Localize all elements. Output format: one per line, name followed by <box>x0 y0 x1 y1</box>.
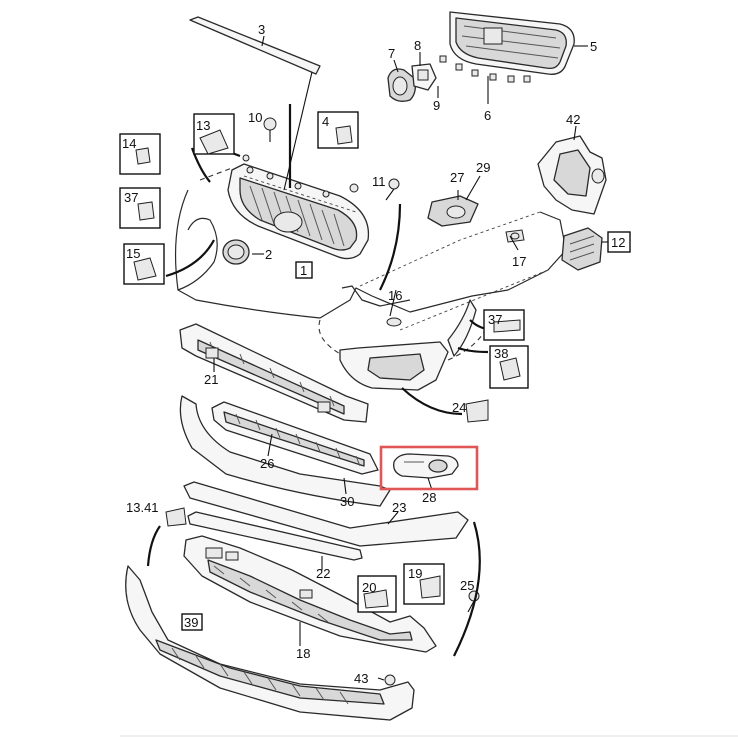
callout-28: 28 <box>422 490 436 505</box>
lower-center-bumper <box>339 317 449 391</box>
callout-13: 13 <box>196 118 210 133</box>
trim-strip-23 <box>183 481 469 547</box>
callout-38: 38 <box>494 346 508 361</box>
lower-grille <box>211 401 379 475</box>
callout-part-icons <box>133 125 521 609</box>
trim-strip-22 <box>187 511 363 561</box>
lower-bumper-cover <box>179 395 391 507</box>
side-bracket <box>537 135 607 215</box>
assembly-arrows <box>146 104 497 657</box>
callout-18: 18 <box>296 646 310 661</box>
callout-13-41: 13.41 <box>126 500 159 515</box>
callout-5: 5 <box>590 39 597 54</box>
callout-29: 29 <box>476 160 490 175</box>
callout-11: 11 <box>372 174 386 189</box>
callout-42: 42 <box>566 112 580 127</box>
callout-4: 4 <box>322 114 329 129</box>
skid-plate <box>125 565 415 721</box>
leader-lines <box>213 35 612 681</box>
callout-25: 25 <box>460 578 474 593</box>
side-bracket-small <box>561 227 603 271</box>
callout-3: 3 <box>258 22 265 37</box>
front-badge <box>222 239 250 265</box>
callout-37-lower: 37 <box>488 312 502 327</box>
impact-absorber <box>179 323 369 423</box>
underbody-panel <box>183 535 437 653</box>
callout-1: 1 <box>300 263 307 278</box>
callout-39: 39 <box>184 615 198 630</box>
callout-24: 24 <box>452 400 466 415</box>
callout-23: 23 <box>392 500 406 515</box>
callout-21: 21 <box>204 372 218 387</box>
callout-43: 43 <box>354 671 368 686</box>
callout-26: 26 <box>260 456 274 471</box>
fog-lamp-bezel-28 <box>393 453 459 479</box>
upper-trim-strip <box>189 16 321 75</box>
callout-7: 7 <box>388 46 395 61</box>
callout-27: 27 <box>450 170 464 185</box>
bumper-cover-upper <box>174 167 567 373</box>
callout-17: 17 <box>512 254 526 269</box>
callout-2: 2 <box>265 247 272 262</box>
callout-8: 8 <box>414 38 421 53</box>
callout-14: 14 <box>122 136 136 151</box>
callout-10: 10 <box>248 110 262 125</box>
callout-37-upper: 37 <box>124 190 138 205</box>
callout-6: 6 <box>484 108 491 123</box>
callout-20: 20 <box>362 580 376 595</box>
callout-15: 15 <box>126 246 140 261</box>
main-grille <box>227 163 370 260</box>
callout-labels: 3 5 7 8 9 6 13 10 4 42 14 11 27 29 37 2 … <box>122 22 625 686</box>
emblem-camera-parts <box>387 63 437 102</box>
callout-16: 16 <box>388 288 402 303</box>
grille-upper <box>439 11 575 83</box>
callout-9: 9 <box>433 98 440 113</box>
callout-12: 12 <box>611 235 625 250</box>
callout-19: 19 <box>408 566 422 581</box>
callout-30: 30 <box>340 494 354 509</box>
clip-17 <box>505 229 525 243</box>
fog-trim-left <box>427 195 479 227</box>
callout-22: 22 <box>316 566 330 581</box>
